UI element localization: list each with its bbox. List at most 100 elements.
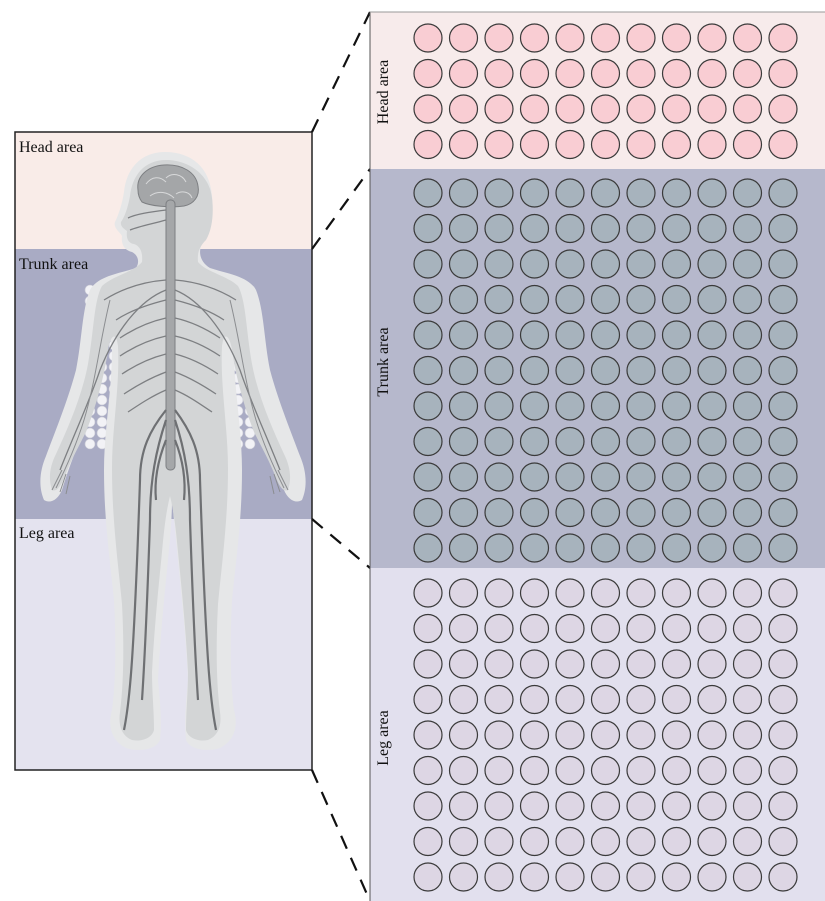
leg-electrode (485, 686, 513, 714)
leg-electrode (663, 615, 691, 643)
trunk-electrode (450, 286, 478, 314)
trunk-electrode (450, 179, 478, 207)
leg-electrode (592, 757, 620, 785)
head-electrode (556, 131, 584, 159)
leg-electrode (734, 721, 762, 749)
trunk-electrode (663, 463, 691, 491)
head-electrode (734, 131, 762, 159)
leg-electrode (698, 828, 726, 856)
trunk-electrode (485, 179, 513, 207)
trunk-electrode (414, 428, 442, 456)
trunk-electrode (769, 250, 797, 278)
trunk-electrode (769, 463, 797, 491)
leg-electrode (450, 686, 478, 714)
leg-electrode (592, 828, 620, 856)
leg-electrode (592, 721, 620, 749)
leg-electrode (734, 792, 762, 820)
trunk-electrode (734, 215, 762, 243)
leg-electrode (414, 863, 442, 891)
trunk-electrode (769, 286, 797, 314)
trunk-electrode (592, 321, 620, 349)
leg-electrode (663, 579, 691, 607)
trunk-electrode (450, 357, 478, 385)
leg-electrode (414, 579, 442, 607)
leg-electrode (521, 579, 549, 607)
head-electrode (627, 60, 655, 88)
trunk-electrode (521, 428, 549, 456)
leg-electrode (485, 792, 513, 820)
leg-electrode (414, 792, 442, 820)
leg-electrode (450, 615, 478, 643)
leg-electrode (556, 757, 584, 785)
trunk-electrode (556, 179, 584, 207)
leg-electrode (556, 792, 584, 820)
trunk-electrode (556, 321, 584, 349)
trunk-electrode (450, 215, 478, 243)
leg-electrode (663, 757, 691, 785)
trunk-electrode (663, 534, 691, 562)
trunk-electrode (485, 321, 513, 349)
connector-leg-bottom (312, 770, 370, 901)
trunk-electrode (592, 286, 620, 314)
leg-electrode (592, 615, 620, 643)
leg-electrode (663, 792, 691, 820)
trunk-electrode (698, 428, 726, 456)
leg-electrode (769, 792, 797, 820)
trunk-electrode (734, 286, 762, 314)
trunk-electrode (663, 392, 691, 420)
leg-electrode (698, 650, 726, 678)
trunk-electrode (627, 392, 655, 420)
leg-electrode (592, 686, 620, 714)
trunk-electrode (734, 357, 762, 385)
head-electrode (592, 131, 620, 159)
trunk-electrode (556, 428, 584, 456)
trunk-electrode (663, 286, 691, 314)
trunk-electrode (627, 321, 655, 349)
trunk-electrode (592, 499, 620, 527)
trunk-electrode (485, 215, 513, 243)
leg-electrode (521, 757, 549, 785)
trunk-electrode (663, 179, 691, 207)
leg-electrode (627, 615, 655, 643)
head-electrode (450, 60, 478, 88)
head-electrode (663, 95, 691, 123)
head-electrode (556, 60, 584, 88)
head-electrode (663, 131, 691, 159)
leg-electrode (769, 757, 797, 785)
trunk-electrode (450, 534, 478, 562)
right-trunk-label: Trunk area (375, 327, 392, 396)
trunk-electrode (734, 534, 762, 562)
trunk-electrode (521, 321, 549, 349)
head-electrode (521, 60, 549, 88)
head-electrode (769, 24, 797, 52)
connector-head-top (312, 12, 370, 132)
left-leg-label: Leg area (19, 525, 75, 542)
head-electrode (592, 24, 620, 52)
trunk-electrode (698, 179, 726, 207)
trunk-electrode (698, 250, 726, 278)
trunk-electrode (663, 428, 691, 456)
leg-electrode (485, 828, 513, 856)
trunk-electrode (450, 321, 478, 349)
trunk-electrode (485, 499, 513, 527)
leg-electrode (592, 650, 620, 678)
trunk-electrode (485, 428, 513, 456)
leg-electrode (698, 863, 726, 891)
trunk-electrode (521, 250, 549, 278)
leg-electrode (485, 721, 513, 749)
trunk-electrode (698, 321, 726, 349)
trunk-dot (97, 406, 107, 416)
leg-electrode (556, 579, 584, 607)
trunk-electrode (414, 392, 442, 420)
trunk-electrode (521, 499, 549, 527)
trunk-electrode (698, 215, 726, 243)
leg-electrode (627, 721, 655, 749)
trunk-electrode (556, 250, 584, 278)
trunk-electrode (734, 179, 762, 207)
trunk-electrode (734, 392, 762, 420)
leg-electrode (414, 615, 442, 643)
trunk-electrode (734, 463, 762, 491)
leg-electrode (485, 615, 513, 643)
trunk-electrode (521, 392, 549, 420)
